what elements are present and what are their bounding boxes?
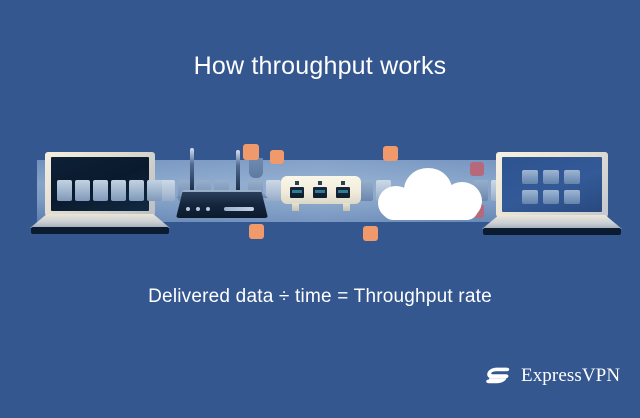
router-antenna [236,150,240,194]
brand-name: ExpressVPN [521,365,621,386]
data-packet [147,180,162,201]
data-packet [358,180,373,201]
data-packet [93,180,108,201]
router-body [176,192,268,218]
screen-grid-cell [522,190,538,204]
page-title: How throughput works [193,52,447,80]
accent-square-rose [470,162,484,176]
data-packet [129,180,144,201]
switch-indicator [318,181,322,185]
ethernet-port [336,187,350,198]
screen-grid-cell [564,190,580,204]
ethernet-port [290,187,304,198]
wifi-router [168,148,276,230]
accent-square-orange [249,224,264,239]
accent-square-orange [363,226,378,241]
data-packet [57,180,72,201]
switch-indicator [341,181,345,185]
laptop-foot [483,228,621,235]
throughput-diagram [0,130,640,245]
laptop-foot [31,227,169,234]
router-led [206,207,210,211]
brand-logo: ExpressVPN [483,362,620,390]
internet-cloud [378,168,482,222]
expressvpn-e-mark-icon [483,362,511,390]
accent-square-orange [270,150,284,164]
data-packet [75,180,90,201]
switch-indicator [295,181,299,185]
data-packet [111,180,126,201]
switch-leg [343,203,350,211]
data-packet [249,158,263,178]
screen-grid-cell [522,170,538,184]
screen-grid-cell [543,170,559,184]
destination-laptop [482,152,622,248]
accent-square-orange [383,146,398,161]
switch-leg [292,203,299,211]
laptop-base [30,214,170,228]
data-packet [266,180,281,201]
router-antenna [190,148,194,194]
network-switch [281,176,361,214]
data-packet [160,180,175,201]
accent-square-orange [243,144,259,160]
source-laptop [30,152,170,248]
router-led [186,207,190,211]
router-slot [224,207,254,211]
laptop-base [482,215,622,229]
screen-grid-cell [543,190,559,204]
cloud-base [382,198,478,220]
throughput-formula: Delivered data ÷ time = Throughput rate [148,286,492,307]
ethernet-port [313,187,327,198]
screen-grid-cell [564,170,580,184]
router-led [196,207,200,211]
